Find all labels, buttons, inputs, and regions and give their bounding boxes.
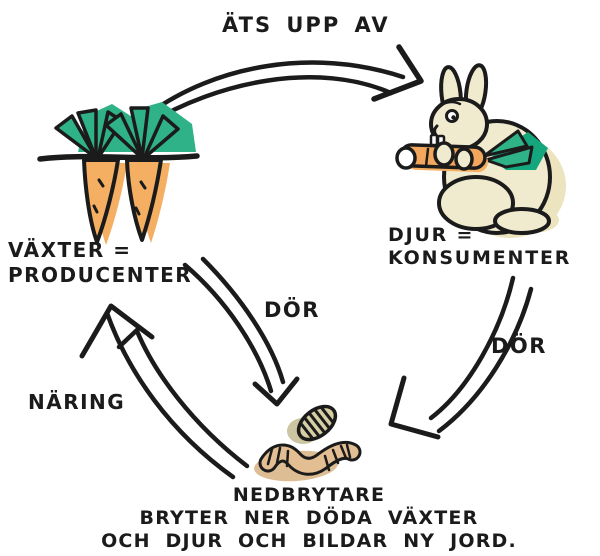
consumers-label-line1: DJUR =	[388, 224, 475, 246]
nutrition-label: NÄRING	[28, 390, 126, 414]
consumers-label: DJUR = KONSUMENTER	[388, 224, 571, 270]
eaten-by-label: ÄTS UPP AV	[222, 13, 390, 37]
producers-die-arrow	[182, 256, 300, 407]
nutrition-arrow	[79, 303, 250, 480]
decomposers-label-line3: OCH DJUR OCH BILDAR NY JORD.	[101, 530, 517, 552]
carrots-illustration	[37, 102, 200, 245]
consumers-die-arrow	[388, 275, 534, 440]
decomposers-illustration	[254, 404, 362, 482]
producers-label-line1: VÄXTER =	[8, 238, 132, 262]
consumers-die-label: DÖR	[491, 334, 547, 358]
decomposers-label-line1: NEDBRYTARE	[232, 484, 386, 506]
producers-label-line2: PRODUCENTER	[8, 263, 193, 287]
earthworm-icon	[258, 440, 362, 476]
decomposers-label-line2: BRYTER NER DÖDA VÄXTER	[139, 507, 479, 529]
producers-label: VÄXTER = PRODUCENTER	[8, 238, 192, 288]
woodlouse-icon	[296, 404, 338, 442]
eaten-by-arrow	[143, 44, 424, 128]
consumers-label-line2: KONSUMENTER	[388, 247, 572, 269]
decomposers-label: NEDBRYTARE BRYTER NER DÖDA VÄXTER OCH DJ…	[0, 484, 600, 553]
producers-die-label: DÖR	[264, 298, 320, 322]
rabbit-illustration	[395, 63, 566, 238]
